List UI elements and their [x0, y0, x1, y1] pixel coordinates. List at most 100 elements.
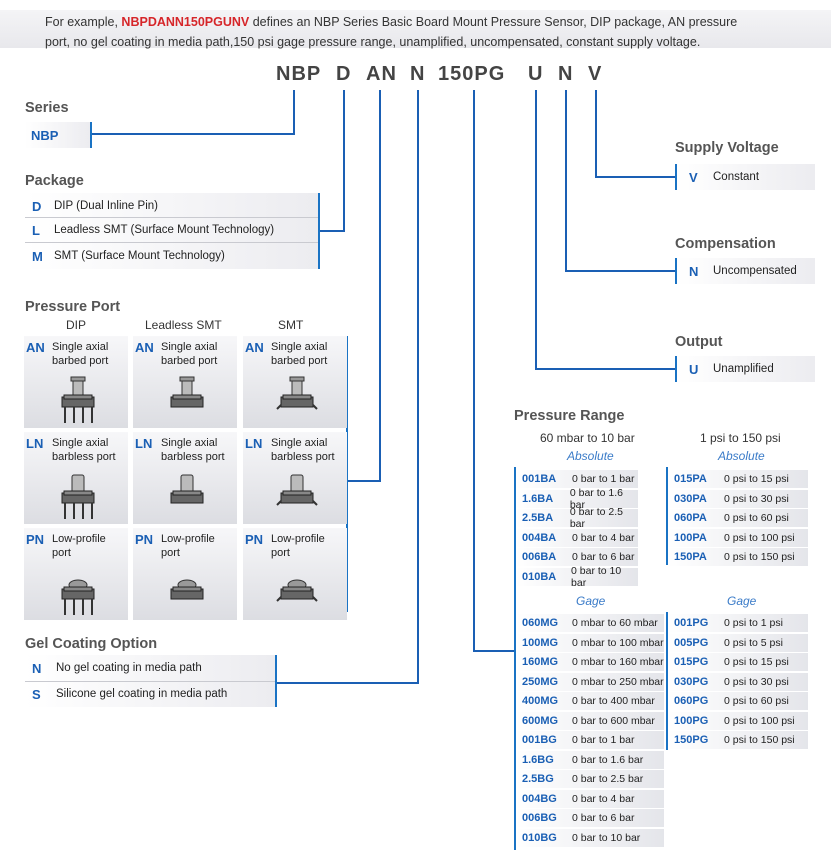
range-code: 2.5BG: [522, 773, 554, 785]
divider: [25, 681, 275, 682]
pressure-range-title: Pressure Range: [514, 408, 625, 424]
range-code: 010BA: [522, 570, 557, 583]
port-grid-border: [346, 336, 348, 612]
gel-title: Gel Coating Option: [25, 636, 158, 652]
series-title: Series: [25, 100, 69, 116]
pn-segment-series: NBP: [276, 63, 322, 85]
pressure-sensor-icon: [276, 376, 318, 410]
range-right-border: [666, 467, 668, 565]
pressure-sensor-icon: [276, 474, 318, 506]
range-code: 001BG: [522, 734, 557, 746]
range-code: 100MG: [522, 636, 559, 649]
range-code: 600MG: [522, 714, 559, 727]
connector-line: [565, 270, 675, 272]
absolute-label-left: Absolute: [567, 449, 614, 463]
connector-line: [535, 90, 537, 370]
range-code: 100PA: [674, 531, 707, 544]
pn-segment-output: U: [528, 63, 544, 85]
range-description: 0 bar to 4 bar: [572, 792, 635, 805]
range-code: 006BA: [522, 551, 557, 563]
range-row: 2.5BG 0 bar to 2.5 bar: [516, 770, 664, 788]
connector-line: [595, 176, 675, 178]
compensation-title: Compensation: [675, 236, 776, 252]
gage-label-right: Gage: [727, 594, 757, 608]
range-code: 004BG: [522, 792, 557, 805]
pressure-sensor-icon: [170, 376, 204, 408]
range-description: 0 bar to 1.6 bar: [572, 753, 644, 766]
range-description: 0 psi to 30 psi: [724, 675, 789, 688]
connector-line: [379, 90, 381, 482]
intro-example-code: NBPDANN150PGUNV: [121, 15, 250, 29]
range-row: 004BG 0 bar to 4 bar: [516, 789, 664, 808]
range-description: 0 psi to 15 psi: [724, 473, 789, 485]
range-description: 0 psi to 15 psi: [724, 656, 789, 668]
range-code: 010BG: [522, 831, 557, 844]
absolute-label-right: Absolute: [718, 449, 765, 463]
port-code: LN: [245, 436, 263, 451]
range-row: 1.6BG 0 bar to 1.6 bar: [516, 750, 664, 769]
connector-line: [348, 480, 381, 482]
package-box: [25, 193, 320, 269]
range-right-header: 1 psi to 150 psi: [700, 431, 781, 445]
pressure-sensor-icon: [276, 579, 318, 602]
range-row: 600MG 0 bar to 600 mbar: [516, 711, 664, 730]
pressure-sensor-icon: [170, 579, 204, 600]
range-code: 005PG: [674, 636, 709, 649]
port-column-smt: SMT: [278, 318, 304, 332]
port-code: PN: [245, 532, 264, 547]
range-description: 0 bar to 2.5 bar: [572, 773, 644, 785]
range-description: 0 mbar to 250 mbar: [572, 675, 664, 688]
range-description: 0 psi to 150 psi: [724, 734, 795, 746]
port-code: AN: [245, 340, 264, 355]
gage-label-left: Gage: [576, 594, 606, 608]
port-column-dip: DIP: [66, 318, 87, 332]
intro-line-2: port, no gel coating in media path,150 p…: [45, 35, 701, 49]
connector-line: [595, 90, 597, 178]
range-code: 250MG: [522, 675, 559, 688]
range-row: 015PG 0 psi to 15 psi: [668, 653, 808, 671]
range-code: 015PG: [674, 656, 709, 668]
range-description: 0 bar to 600 mbar: [572, 714, 655, 727]
port-column-leadless-smt: Leadless SMT: [145, 318, 222, 332]
connector-line: [473, 90, 475, 652]
port-code: AN: [26, 340, 45, 355]
range-code: 1.6BA: [522, 492, 554, 505]
range-code: 060PA: [674, 512, 707, 524]
range-code: 1.6BG: [522, 753, 554, 766]
pn-segment-gel: N: [410, 63, 426, 85]
divider: [25, 242, 318, 243]
series-box: NBP: [25, 122, 92, 148]
pressure-port-title: Pressure Port: [25, 299, 121, 315]
range-left-border: [514, 467, 516, 850]
connector-line: [535, 368, 675, 370]
